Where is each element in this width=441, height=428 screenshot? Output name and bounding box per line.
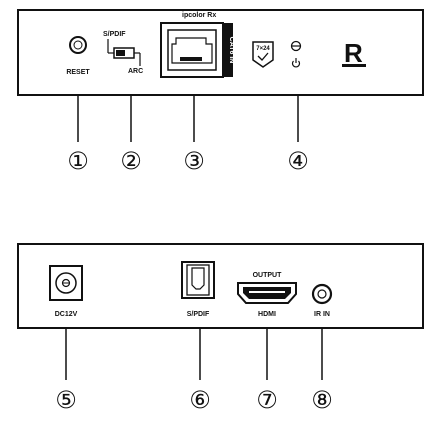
hdmi-label: HDMI: [258, 311, 276, 318]
reset-button-icon: [69, 36, 87, 54]
callout-2: ②: [120, 147, 142, 175]
spdif-optical-port-icon: [181, 261, 215, 299]
callout-8: ⑧: [311, 386, 333, 414]
ir-in-jack-icon: [311, 283, 333, 305]
callout-1: ①: [67, 147, 89, 175]
power-icon: [291, 58, 301, 68]
dc-jack-icon: [49, 265, 83, 301]
bottom-panel-frame: [17, 243, 424, 329]
spdif-arc-switch-icon: [107, 39, 141, 66]
callout-3: ③: [183, 147, 205, 175]
spdif-switch-label: S/PDIF: [103, 31, 126, 38]
output-label: OUTPUT: [253, 272, 283, 279]
dc12v-label: DC12V: [55, 311, 78, 318]
hdmi-port-icon: [237, 282, 297, 304]
spdif-port-label: S/PDIF: [187, 311, 210, 318]
callout-6: ⑥: [189, 386, 211, 414]
callout-7: ⑦: [256, 386, 278, 414]
callout-5: ⑤: [55, 386, 77, 414]
ir-in-label: IR IN: [314, 311, 330, 318]
device-label: ipcolor Rx: [182, 12, 216, 19]
reset-label: RESET: [66, 69, 90, 76]
callout-4: ④: [287, 147, 309, 175]
status-led-icon: [290, 40, 302, 52]
cat6-in-label: CAT6 IN: [228, 37, 235, 64]
rj45-port-icon: [160, 22, 233, 78]
brand-logo: R: [344, 38, 363, 68]
arc-switch-label: ARC: [128, 68, 143, 75]
7x24-badge-label: 7×24: [256, 46, 270, 52]
7x24-badge-icon: [252, 41, 274, 68]
top-leader-lines: [77, 95, 299, 142]
brand-logo-underline: [342, 64, 366, 67]
bottom-leader-lines: [65, 328, 323, 380]
